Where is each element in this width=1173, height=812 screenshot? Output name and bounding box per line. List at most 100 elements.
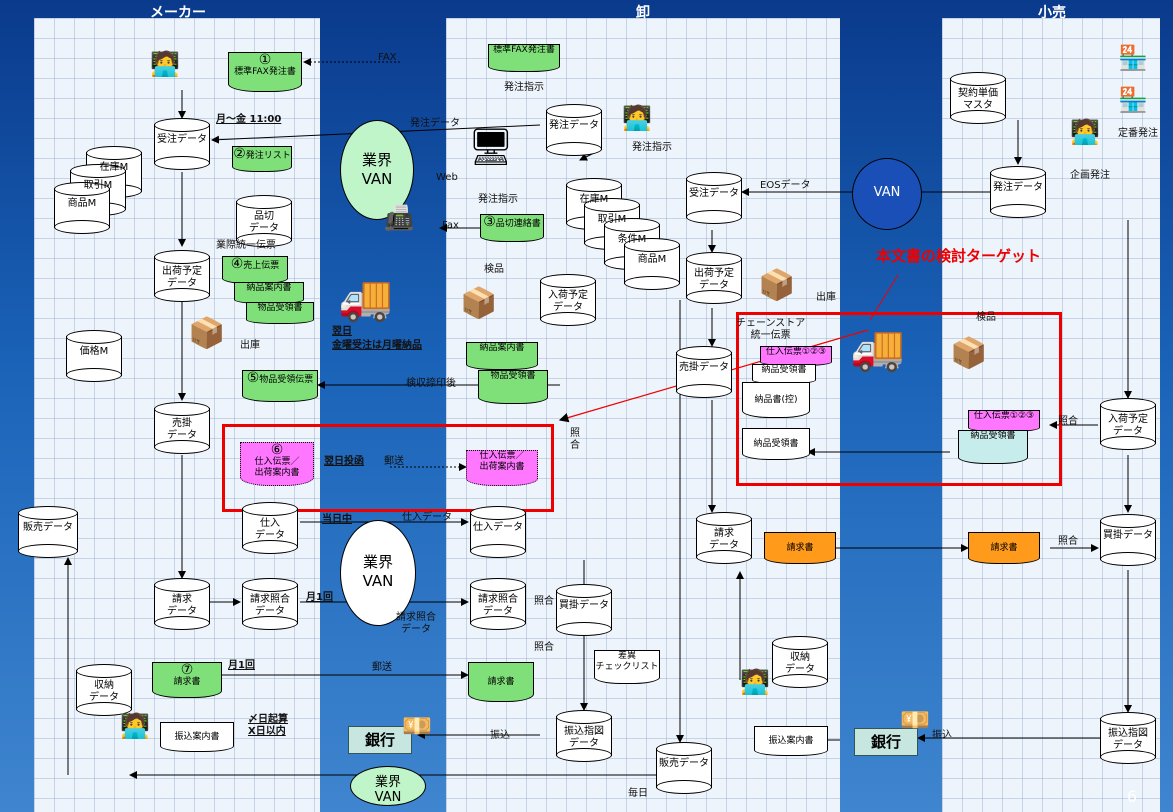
doc-buppin-juryo-oroshi: 物品受領書 (478, 370, 548, 404)
doc-order-list: ②発注リスト (232, 146, 292, 172)
label-kikaku: 企画発注 (1070, 170, 1110, 181)
doc-buppin-juryo: 物品受領書 (246, 302, 314, 324)
warehouse-worker-icon: 📦 (758, 268, 796, 303)
db-maker-shukka: 出荷予定 データ (154, 250, 210, 302)
db-maker-seikyushokai: 請求照合 データ (242, 578, 298, 630)
db-maker-hanbai: 販売データ (18, 506, 78, 558)
doc-buppin-juryo-denpyo: ⑤物品受領伝票 (242, 370, 318, 402)
label-web: Web (436, 172, 458, 183)
db-kouri-keiyaku: 契約単価 マスタ (950, 72, 1006, 124)
doc-cs-nohinsho: 納品書(控) (742, 382, 810, 418)
doc-kouri-shiire-denpyo: 仕入伝票①②③ (968, 410, 1040, 432)
label-yuso: 郵送 (384, 456, 404, 467)
db-oroshi-nyuka: 入荷予定 データ (540, 274, 596, 326)
label-yokujitsu: 翌日 (332, 326, 352, 337)
money-icon: 💴 (402, 712, 432, 740)
bank-kouri: 銀行 (854, 728, 918, 756)
web-screen-icon: 🖥 (468, 127, 514, 168)
page-number: 6 (1126, 787, 1137, 806)
label-shokai2: 照合 (534, 596, 554, 607)
van-gyokai-top: 業界 VAN (340, 120, 414, 220)
warehouse-worker-icon: 📦 (950, 336, 988, 371)
label-kenpin: 検品 (484, 264, 504, 275)
label-shukko: 出庫 (240, 340, 260, 351)
doc-kouri-nohin-juryo: 納品受領書 (958, 430, 1028, 464)
label-hatchu-shiji2: 発注指示 (632, 142, 672, 153)
lane-title-kouri: 小売 (1038, 5, 1066, 21)
label-shokai5: 照合 (1058, 536, 1078, 547)
doc-nohin-annai: 納品案内書 (234, 282, 304, 304)
label-mainichi: 毎日 (628, 788, 648, 799)
db-oroshi-shiire: 仕入データ (470, 506, 526, 558)
delivery-truck-icon: 🚚 (850, 323, 905, 374)
label-teiban: 定番発注 (1118, 128, 1158, 139)
money-icon: 💴 (900, 706, 930, 734)
doc-shinagiri-renraku: ③品切連絡書 (480, 214, 544, 242)
db-kouri-hatchu: 発注データ (990, 166, 1046, 218)
db-oroshi-seikyu: 請求 データ (696, 512, 752, 564)
label-eos: EOSデータ (760, 180, 811, 191)
person-computer-icon: 🧑‍💻 (740, 668, 770, 696)
label-hatchu-shiji3: 発注指示 (478, 194, 518, 205)
doc-cs-nohin-juryo: 納品受領書 (752, 364, 816, 384)
van-gyokai-mid: 業界 VAN (340, 520, 416, 626)
db-oroshi-kaikake: 買掛データ (556, 584, 612, 636)
db-oroshi-furikomi: 振込指図 データ (556, 710, 612, 762)
doc-furikomi-annai-kouri: 振込案内書 (754, 726, 828, 756)
doc-fax-order-oroshi: 標準FAX発注書 (488, 44, 560, 72)
label-getsu1b: 月1回 (228, 660, 255, 671)
db-maker-shiire: 仕入 データ (242, 502, 298, 554)
label-hatchu-data: 発注データ (410, 118, 460, 129)
label-yuso2: 郵送 (372, 662, 392, 673)
label-toujitsu: 当日中 (322, 514, 352, 525)
doc-furikomi-annai-maker: 振込案内書 (160, 722, 234, 752)
label-shokai4: 照合 (1058, 416, 1078, 427)
db-maker-seikyu: 請求 データ (154, 578, 210, 630)
label-kigen: 〆日起算 X日以内 (248, 714, 288, 737)
label-shokai-vertical: 照 合 (570, 428, 580, 451)
lane-title-oroshi: 卸 (636, 5, 650, 21)
db-maker-shuno: 収納 データ (76, 664, 132, 716)
doc-seikyusho-kouri-orange: 請求書 (968, 532, 1040, 564)
label-kenshu: 検収捺印後 (406, 378, 456, 389)
label-shiire-data: 仕入データ (402, 512, 452, 523)
label-hatchu-shiji: 発注指示 (504, 82, 544, 93)
db-oroshi-urikake: 売掛データ (676, 346, 732, 398)
db-oroshi-shukka: 出荷予定 データ (686, 252, 742, 304)
label-furikomi: 振込 (490, 730, 510, 741)
van-kouri: VAN (852, 158, 922, 230)
db-oroshi-juchu: 受注データ (686, 172, 742, 224)
doc-uriage-denpyo: ④売上伝票 (222, 256, 288, 284)
doc-nohin-annai-oroshi: 納品案内書 (466, 342, 538, 370)
person-computer-icon: 🧑‍💻 (150, 50, 180, 78)
db-maker-kakaku: 価格M (66, 330, 122, 382)
db-oroshi-shohin: 商品M (624, 238, 680, 290)
doc-seikyusho-oroshi: 請求書 (468, 662, 534, 702)
warehouse-worker-icon: 📦 (460, 286, 498, 321)
db-kouri-kaikake: 買掛データ (1100, 514, 1156, 566)
warehouse-worker-icon: 📦 (188, 316, 226, 351)
label-yokujitsu-toukan: 翌日投函 (324, 456, 364, 467)
db-maker-order: 受注データ (154, 118, 210, 170)
db-maker-urikake: 売掛 データ (154, 402, 210, 454)
label-shokai3: 照合 (534, 642, 554, 653)
store-icon: 🏪 (1118, 86, 1148, 114)
db-kouri-nyuka: 入荷予定 データ (1100, 398, 1156, 450)
fax-machine-icon: 📠 (384, 204, 414, 232)
db-oroshi-seikyushokai: 請求照合 データ (470, 578, 526, 630)
store-icon: 🏪 (1118, 44, 1148, 72)
person-computer-icon: 🧑‍💻 (1070, 118, 1100, 146)
label-furikomi2: 振込 (932, 730, 952, 741)
doc-shiire-denpyo-oroshi: 仕入伝票／ 出荷案内書 (466, 450, 538, 486)
label-gyokai-toitsu: 業際統一伝票 (216, 240, 276, 251)
db-kouri-furikomi: 振込指図 データ (1100, 712, 1156, 764)
db-oroshi-hanbai: 販売データ (656, 742, 712, 794)
van-gyokai-bottom: 業界 VAN (350, 766, 426, 806)
label-getsu-kin: 月～金 11:00 (216, 114, 282, 125)
db-oroshi-shuno: 収納 データ (772, 636, 828, 688)
target-box-right (736, 312, 1062, 486)
label-shukko2: 出庫 (816, 292, 836, 303)
target-box-left (222, 424, 554, 512)
db-maker-shinagiri: 品切 データ (236, 195, 292, 247)
